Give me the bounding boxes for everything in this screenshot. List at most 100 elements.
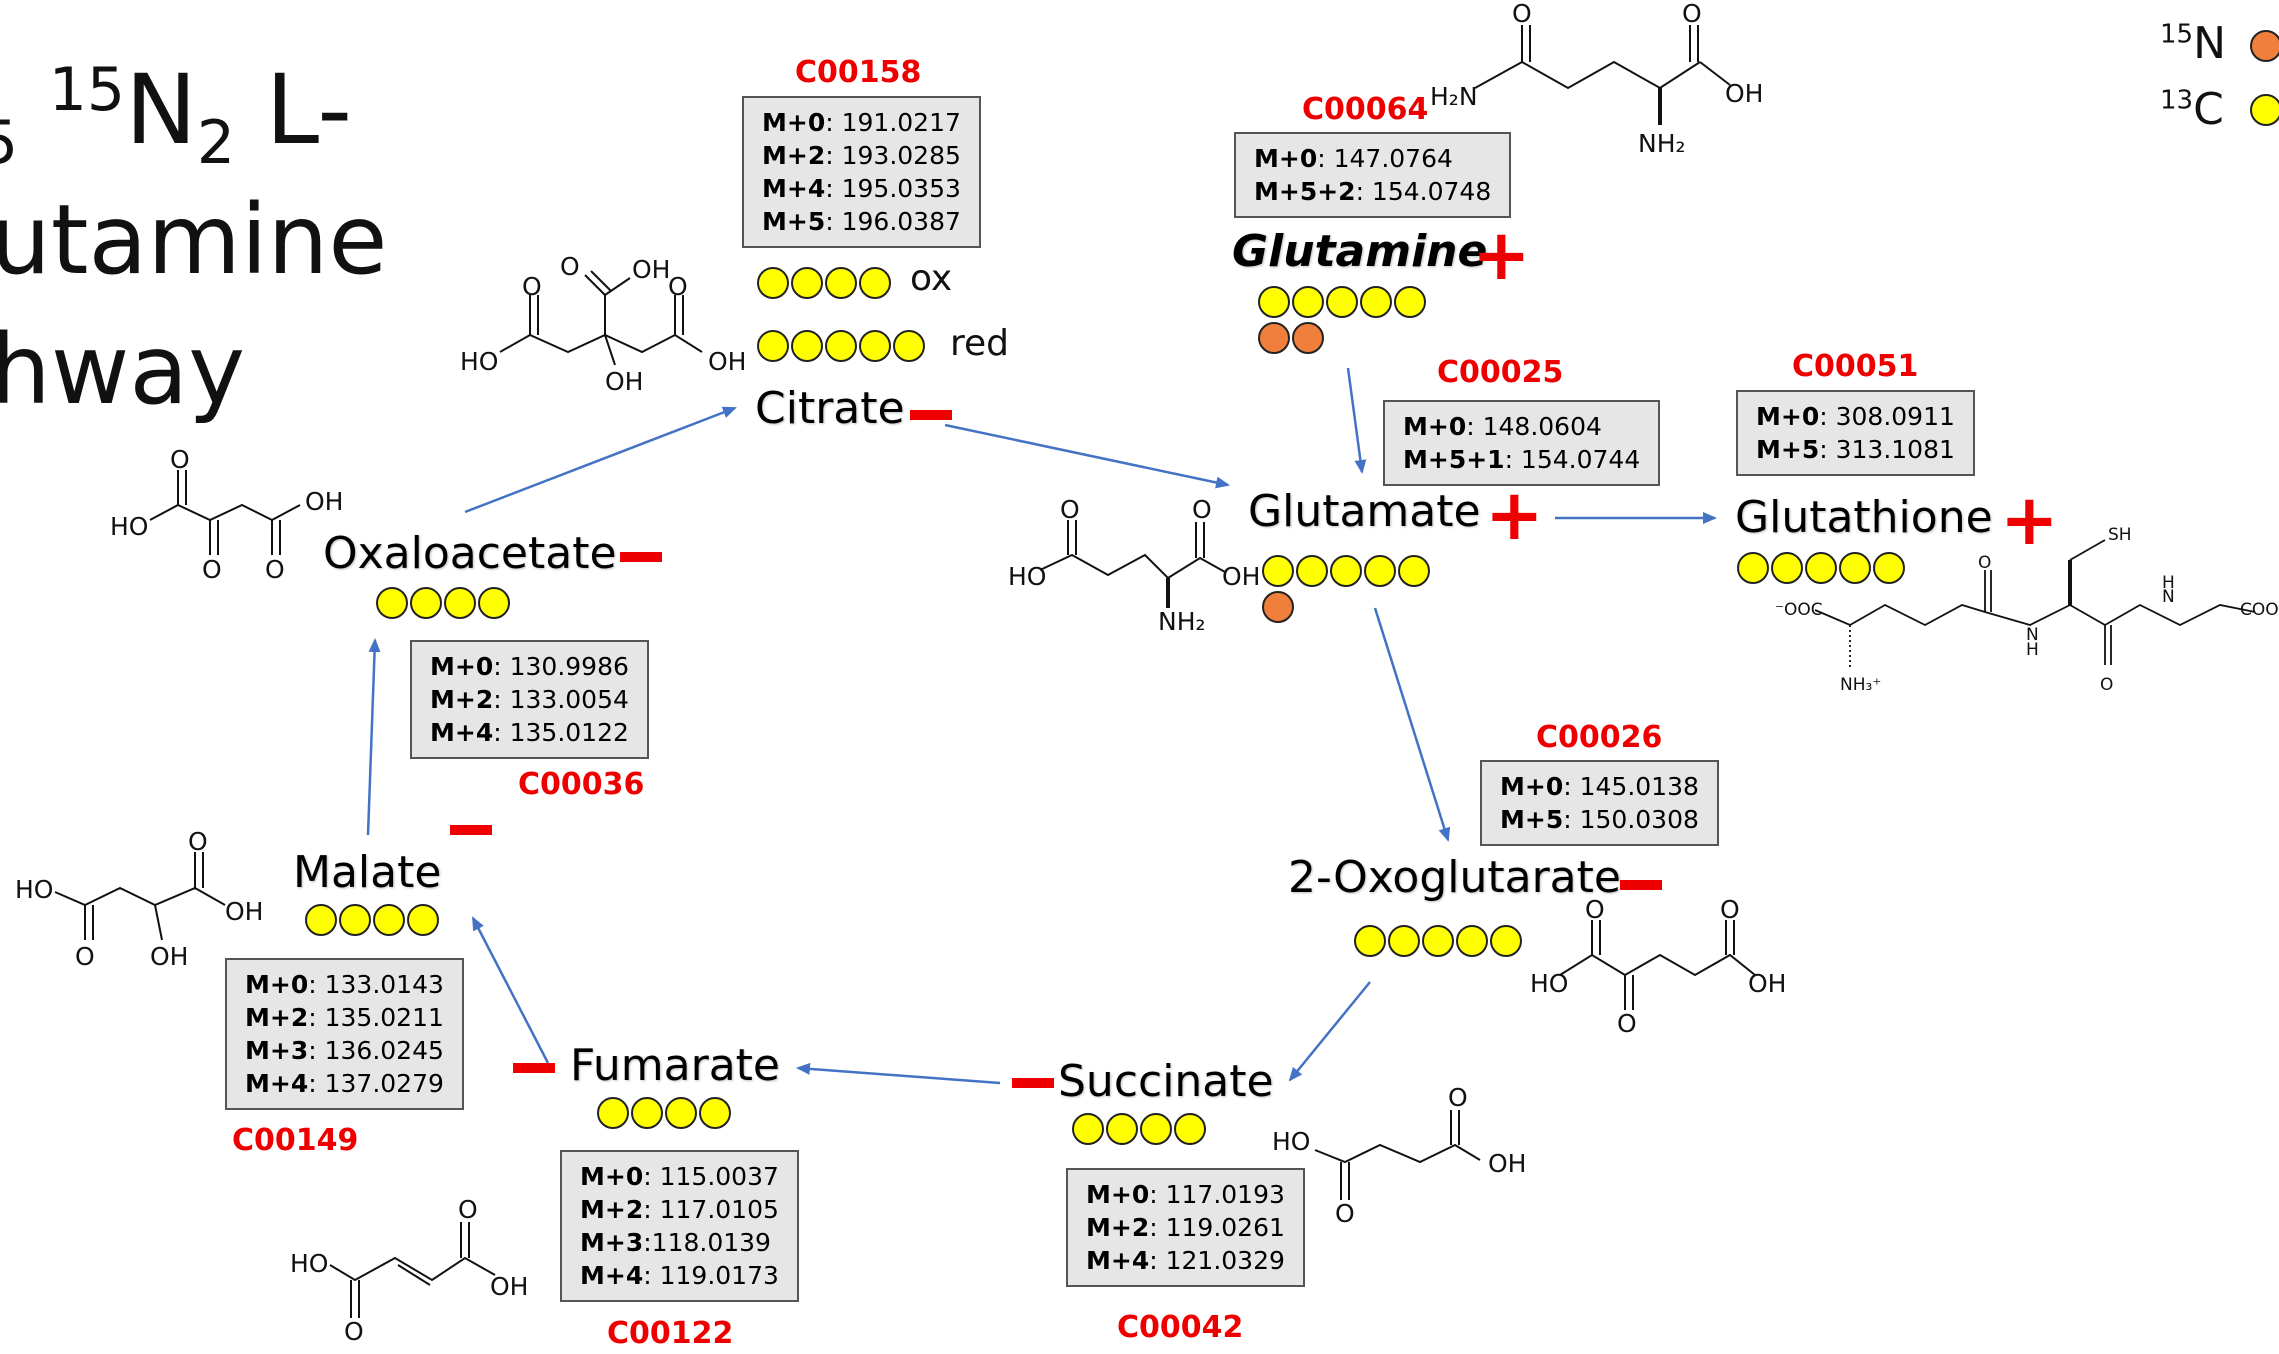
svg-text:N: N [2026,625,2039,645]
glutathione-kegg-id: C00051 [1792,349,1919,384]
mass-row: M+4: 195.0353 [762,174,961,203]
carbon-13-atom [1330,555,1362,587]
citrate-mass-box: M+0: 191.0217 M+2: 193.0285 M+4: 195.035… [742,96,981,248]
mass-row: M+5: 150.0308 [1500,805,1699,834]
svg-text:O: O [1682,0,1702,28]
svg-text:NH₂: NH₂ [1158,607,1206,636]
svg-text:OH: OH [632,255,670,284]
carbon-13-atom [1873,552,1905,584]
glutathione-name: Glutathione [1735,492,1993,543]
nitrogen-15-atom [1262,591,1294,623]
svg-text:HO: HO [460,347,498,376]
carbon-13-atom [757,267,789,299]
mass-row: M+0: 117.0193 [1086,1180,1285,1209]
svg-text:O: O [188,827,208,856]
citrate-name: Citrate [755,383,905,434]
diagram-title-line-3: hway [0,314,245,426]
svg-text:O: O [1617,1009,1637,1038]
carbon-13-atom [757,330,789,362]
carbon-13-atom [699,1097,731,1129]
mass-row: M+4: 137.0279 [245,1069,444,1098]
oxoglutarate-mass-box: M+0: 145.0138 M+5: 150.0308 [1480,760,1719,846]
legend-nitrogen-label: 15N [2160,18,2227,69]
carbon-13-atom [791,330,823,362]
mass-row: M+0: 191.0217 [762,108,961,137]
arrow-oxaloacetate-to-citrate [464,406,737,514]
svg-text:OH: OH [1488,1149,1526,1178]
carbon-13-atom [1360,286,1392,318]
carbon-13-atom [825,267,857,299]
arrow-glutamate-to-oxoglutarate [1373,607,1451,842]
mass-row: M+0: 147.0764 [1254,144,1453,173]
glutamate-name: Glutamate [1248,486,1481,537]
arrow-succinate-to-fumarate [796,1062,1001,1085]
carbon-13-atom [859,267,891,299]
oxoglutarate-name: 2-Oxoglutarate [1288,852,1621,903]
mass-row: M+0: 133.0143 [245,970,444,999]
svg-text:O: O [458,1195,478,1224]
oxaloacetate-structure [149,470,301,555]
glutamine-structure [1474,25,1731,125]
carbon-13-atom [665,1097,697,1129]
mass-row: M+2: 117.0105 [580,1195,779,1224]
citrate-kegg-id: C00158 [795,55,922,90]
carbon-13-atom [825,330,857,362]
svg-text:HO: HO [15,875,53,904]
mass-row: M+4: 121.0329 [1086,1246,1285,1275]
diagram-title-line-2: utamine [0,184,388,296]
svg-text:HO: HO [1272,1127,1310,1156]
svg-text:⁻OOC: ⁻OOC [1775,600,1823,620]
carbon-13-atom [1456,925,1488,957]
arrow-fumarate-to-malate [471,916,550,1064]
carbon-13-atom [444,587,476,619]
svg-text:O: O [668,272,688,301]
svg-text:O: O [75,942,95,971]
svg-text:OH: OH [1725,79,1763,108]
svg-text:O: O [1585,895,1605,924]
succinate-name: Succinate [1058,1056,1274,1107]
svg-text:O: O [1335,1199,1355,1228]
arrow-oxoglutarate-to-succinate [1288,981,1371,1082]
svg-text:OH: OH [150,942,188,971]
glutathione-structure [1814,539,2256,670]
mass-row: M+4: 135.0122 [430,718,629,747]
nitrogen-15-atom [1258,322,1290,354]
svg-text:O: O [1720,895,1740,924]
glutamate-mass-box: M+0: 148.0604 M+5+1: 154.0744 [1383,400,1661,486]
svg-text:O: O [265,555,285,584]
carbon-13-atom [1422,925,1454,957]
citrate-red-label: red [950,323,1010,364]
succinate-kegg-id: C00042 [1117,1310,1244,1345]
diagram-title-line-1: 5 15N2 L- [0,54,353,179]
carbon-13-atom [1140,1113,1172,1145]
fumarate-mass-box: M+0: 115.0037 M+2: 117.0105 M+3:118.0139… [560,1150,799,1302]
svg-text:HO: HO [290,1249,328,1278]
nitrogen-15-atom [1292,322,1324,354]
citrate-ox-label: ox [910,258,953,299]
oxaloacetate-kegg-id: C00036 [518,767,645,802]
malate-structure [54,852,226,941]
mass-row: M+0: 145.0138 [1500,772,1699,801]
succinate-structure [1314,1110,1481,1200]
glutathione-increase-indicator: + [2000,479,2059,561]
svg-text:O: O [522,272,542,301]
glutamine-kegg-id: C00064 [1302,92,1429,127]
carbon-13-atom [1174,1113,1206,1145]
mass-row: M+2: 119.0261 [1086,1213,1285,1242]
mass-row: M+0: 115.0037 [580,1162,779,1191]
fumarate-structure [329,1222,496,1318]
arrow-malate-to-oxaloacetate [366,638,381,836]
oxaloacetate-decrease-indicator [620,552,662,562]
glutamine-mass-box: M+0: 147.0764 M+5+2: 154.0748 [1234,132,1512,218]
glutamate-kegg-id: C00025 [1437,355,1564,390]
carbon-13-atom [1354,925,1386,957]
carbon-13-atom [597,1097,629,1129]
svg-text:O: O [170,445,190,474]
arrow-glutamine-to-glutamate [1346,367,1367,474]
carbon-13-atom [1296,555,1328,587]
mass-row: M+2: 135.0211 [245,1003,444,1032]
glutamate-structure [1039,520,1226,608]
mass-row: M+4: 119.0173 [580,1261,779,1290]
fumarate-name: Fumarate [570,1040,780,1091]
